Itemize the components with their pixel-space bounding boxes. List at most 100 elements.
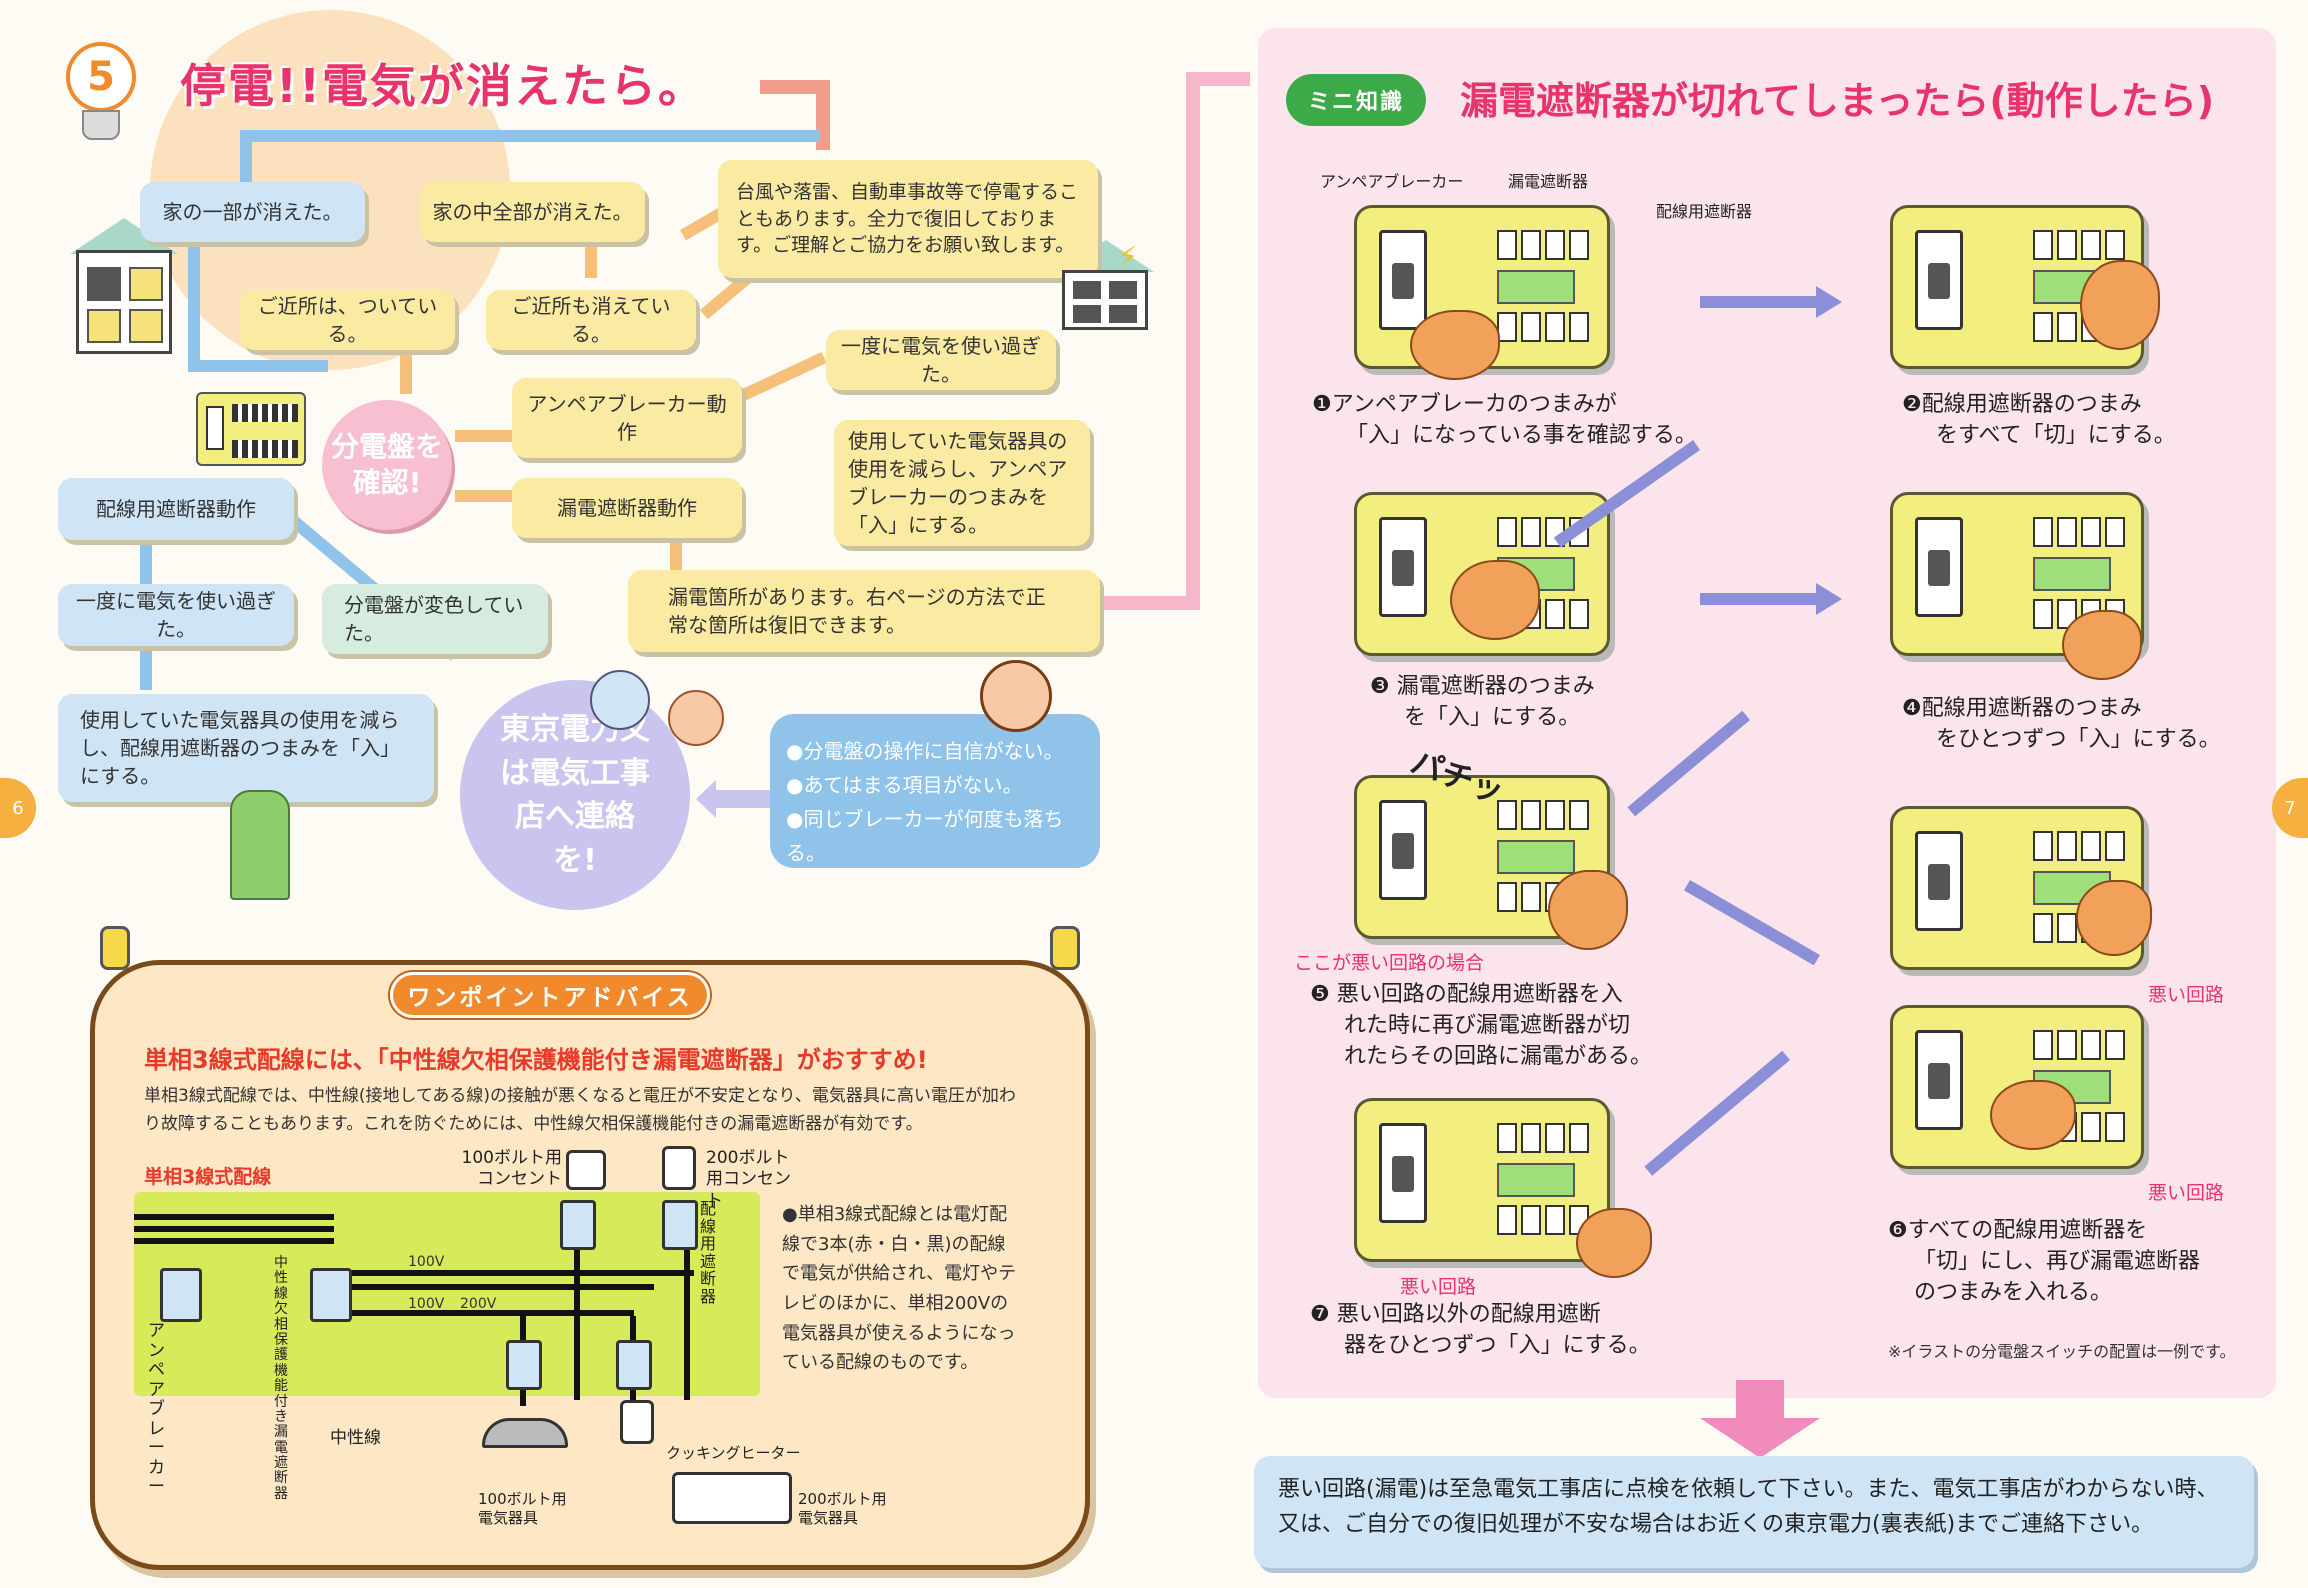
step5-text: ❺ 悪い回路の配線用遮断器を入 れた時に再び漏電遮断器が切 れたらその回路に漏電… — [1310, 980, 1652, 1072]
layout-note: ※イラストの分電盤スイッチの配置は一例です。 — [1888, 1342, 2236, 1361]
flow-line — [455, 490, 515, 502]
bottom-notice: 悪い回路(漏電)は至急電気工事店に点検を依頼して下さい。また、電気工事店がわから… — [1254, 1456, 2254, 1568]
step2-line2: をすべて「切」にする。 — [1936, 422, 2176, 448]
wire — [334, 1284, 654, 1290]
contact-text: 東京電力又は電気工事店へ連絡を! — [500, 712, 650, 878]
page-number-left: 6 — [0, 778, 36, 838]
breaker-box — [310, 1268, 352, 1322]
flow-line — [740, 351, 827, 401]
flow-line — [188, 360, 328, 372]
wire — [684, 1200, 690, 1400]
label-elcb-r: 漏電遮断器 — [1508, 172, 1589, 191]
step6-line3: のつまみを入れる。 — [1914, 1279, 2113, 1305]
bullet-item: ●あてはまる項目がない。 — [786, 773, 1023, 797]
mini-badge-text: ミニ知識 — [1307, 90, 1404, 115]
lightning-icon: ⚡ — [1118, 240, 1138, 273]
breaker-box — [160, 1268, 202, 1322]
box-overuse-left: 一度に電気を使い過ぎた。 — [58, 584, 294, 646]
hand-icon — [1450, 560, 1540, 640]
title-line — [760, 80, 830, 94]
box-typhoon: 台風や落雷、自動車事故等で停電することもあります。全力で復旧しております。ご理解… — [718, 160, 1098, 278]
step6-line1: ❻すべての配線用遮断器を — [1888, 1218, 2148, 1243]
box-ampere: アンペアブレーカー動作 — [512, 378, 742, 458]
wire — [334, 1310, 634, 1316]
box-discolor: 分電盤が変色していた。 — [322, 584, 548, 654]
label-100v-b: 100V — [408, 1296, 445, 1312]
breaker-box — [616, 1340, 652, 1390]
outlet-100-icon — [566, 1150, 606, 1190]
bottom-notice-text: 悪い回路(漏電)は至急電気工事店に点検を依頼して下さい。また、電気工事店がわから… — [1278, 1477, 2219, 1538]
step3-line1: ❸ 漏電遮断器のつまみ — [1370, 674, 1595, 699]
page-number-right: 7 — [2272, 778, 2308, 838]
step5-line2: れた時に再び漏電遮断器が切 — [1344, 1012, 1631, 1038]
phone-person-icon — [590, 670, 650, 730]
right-title: 漏電遮断器が切れてしまったら(動作したら) — [1460, 79, 2215, 123]
step5-line3: れたらその回路に漏電がある。 — [1344, 1043, 1653, 1069]
label-wiring-r: 配線用遮断器 — [1656, 202, 1753, 221]
phone-person-icon — [668, 690, 724, 746]
box-leak: 漏電遮断器動作 — [512, 478, 742, 538]
contact-circle: 東京電力又は電気工事店へ連絡を! — [460, 680, 690, 910]
bad-circuit-1: 悪い回路 — [2148, 984, 2225, 1006]
panel-step7 — [1354, 1098, 1610, 1262]
box-neighbors-off: ご近所も消えている。 — [486, 290, 696, 350]
hand-icon — [1410, 310, 1500, 380]
step3-text: ❸ 漏電遮断器のつまみ を「入」にする。 — [1370, 672, 1595, 734]
page-title: 停電!!電気が消えたら。 — [180, 59, 706, 113]
label-outlet100: 100ボルト用コンセント — [461, 1148, 562, 1190]
step1-text: ❶アンペアブレーカのつまみが 「入」になっている事を確認する。 — [1312, 390, 1697, 452]
step7-text: ❼ 悪い回路以外の配線用遮断 器をひとつずつ「入」にする。 — [1310, 1300, 1651, 1362]
bullet-item: ●同じブレーカーが何度も落ちる。 — [786, 807, 1064, 865]
label-cooking: クッキングヒーター — [666, 1444, 801, 1462]
flow-line — [188, 230, 200, 370]
step1-line1: ❶アンペアブレーカのつまみが — [1312, 392, 1617, 417]
label-device100: 100ボルト用電気器具 — [478, 1490, 567, 1527]
label-device200: 200ボルト用電気器具 — [798, 1490, 887, 1527]
wiring-explain: ●単相3線式配線とは電灯配線で3本(赤・白・黒)の配線で電気が供給され、電灯やテ… — [782, 1204, 1017, 1374]
box-neighbors-on: ご近所は、ついている。 — [240, 290, 455, 350]
label-ampere-breaker: アンペアブレーカー — [148, 1321, 165, 1498]
house-partial-icon — [76, 250, 172, 354]
flow-line — [455, 430, 515, 442]
step6-text: ❻すべての配線用遮断器を 「切」にし、再び漏電遮断器 のつまみを入れる。 — [1888, 1216, 2200, 1308]
wire — [134, 1214, 334, 1220]
label-wiring-breaker: 配線用遮断器 — [700, 1199, 717, 1306]
worried-person-icon — [980, 660, 1052, 732]
bullets-box: ●分電盤の操作に自信がない。 ●あてはまる項目がない。 ●同じブレーカーが何度も… — [770, 714, 1100, 868]
label-outlet200: 200ボルト用コンセント — [706, 1148, 791, 1211]
advice-header-text: ワンポイントアドバイス — [407, 985, 693, 1011]
hand-icon — [2062, 610, 2142, 680]
panel-icon — [196, 392, 306, 466]
label-elcb: 中性線欠相保護機能付き漏電遮断器 — [274, 1255, 288, 1502]
step6-line2: 「切」にし、再び漏電遮断器 — [1914, 1248, 2201, 1274]
arrow-left-head — [696, 780, 716, 818]
box-wiring: 配線用遮断器動作 — [58, 478, 294, 540]
advice-header: ワンポイントアドバイス — [390, 972, 710, 1018]
breaker-box — [560, 1200, 596, 1250]
label-neutral: 中性線 — [330, 1428, 381, 1448]
page-number-text: 6 — [12, 797, 24, 819]
bad-here-label: ここが悪い回路の場合 — [1294, 952, 1485, 974]
hand-icon — [2076, 880, 2152, 956]
bullet-item: ●分電盤の操作に自信がない。 — [786, 739, 1064, 763]
flow-line — [240, 130, 252, 190]
lamp-device-icon — [482, 1418, 568, 1448]
section-badge: 5 — [66, 42, 136, 112]
hand-icon — [1576, 1208, 1652, 1278]
arrow-right — [1700, 593, 1820, 605]
step7-line1: ❼ 悪い回路以外の配線用遮断 — [1310, 1302, 1601, 1327]
wire — [134, 1238, 334, 1244]
breaker-box — [506, 1340, 542, 1390]
box-reduce-wiring: 使用していた電気器具の使用を減らし、配線用遮断器のつまみを「入」にする。 — [58, 694, 434, 802]
arrow-head — [1816, 583, 1842, 615]
label-200v: 200V — [460, 1296, 497, 1312]
bad-circuit-3: 悪い回路 — [1400, 1276, 1477, 1298]
step4-text: ❹配線用遮断器のつまみ をひとつずつ「入」にする。 — [1902, 694, 2221, 756]
step5-line1: ❺ 悪い回路の配線用遮断器を入 — [1310, 982, 1623, 1007]
breaker-box — [662, 1200, 698, 1250]
cooking-heater-icon — [672, 1472, 792, 1524]
box-reduce-ampere: 使用していた電気器具の使用を減らし、アンペアブレーカーのつまみを「入」にする。 — [834, 420, 1090, 546]
man-panel-icon — [230, 790, 290, 900]
lamp-icon — [100, 926, 130, 970]
bad-circuit-2: 悪い回路 — [2148, 1182, 2225, 1204]
